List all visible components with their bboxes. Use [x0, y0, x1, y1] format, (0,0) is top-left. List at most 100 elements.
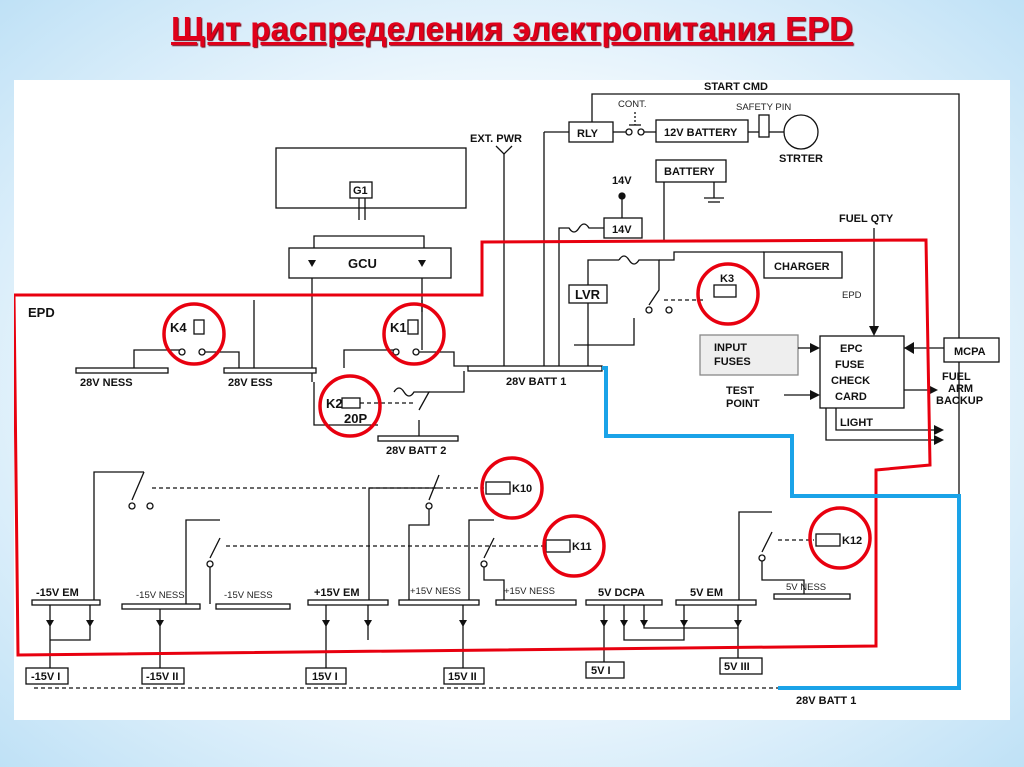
k12-label: K12 [842, 535, 862, 547]
mcpa-label: MCPA [954, 346, 986, 358]
wire [429, 371, 465, 393]
k1-coil [407, 319, 419, 335]
diagram-panel: START CMD RLY CONT. 12V BATTERY SAFETY P… [14, 80, 1010, 720]
charger-box [763, 251, 843, 279]
wire [408, 509, 430, 600]
contact-icon [758, 554, 766, 562]
out-15-i-label: 15V I [312, 671, 338, 683]
fuel-arm-label: ARM [948, 383, 973, 395]
out-15-ii-label: 15V II [448, 671, 477, 683]
epd-schematic: START CMD RLY CONT. 12V BATTERY SAFETY P… [14, 81, 1000, 707]
wire [368, 487, 439, 600]
k3-coil [713, 284, 737, 298]
page-title: Щит распределения электропитания EPD [171, 10, 853, 47]
wire [835, 408, 939, 431]
out-5v-i-label: 5V I [591, 665, 611, 677]
epd-label: EPD [28, 305, 55, 320]
fuse-icon [618, 255, 660, 306]
arrow-icon [810, 343, 820, 353]
wire [574, 318, 635, 346]
wire [185, 519, 220, 604]
fuel-qty-label: FUEL QTY [839, 213, 894, 225]
fuel-arm-label: BACKUP [936, 395, 983, 407]
contact-icon [665, 306, 673, 314]
bus-p15-em-label: +15V EM [314, 587, 360, 599]
bus-p15-em [307, 599, 389, 606]
wire [133, 349, 182, 368]
out-5v-iii-label: 5V III [724, 661, 750, 673]
wire [468, 519, 494, 600]
wire [659, 251, 764, 261]
wire [587, 259, 619, 285]
arrow-icon [934, 425, 944, 435]
fuse-icon [393, 387, 431, 411]
contact-icon [146, 502, 154, 510]
battery-12v-box [655, 119, 749, 143]
bus-28v-ess-label: 28V ESS [228, 377, 273, 389]
highlight-epd-boundary [14, 238, 932, 657]
v14-box-label: 14V [612, 224, 632, 236]
battery-12v-label: 12V BATTERY [664, 127, 738, 139]
arrow-icon [869, 326, 879, 336]
bus-28v-batt1-label: 28V BATT 1 [506, 376, 566, 388]
bus-28v-ness-label: 28V NESS [80, 377, 133, 389]
bus-28v-batt1 [467, 365, 603, 372]
test-point-label: POINT [726, 398, 760, 410]
contact-icon [645, 306, 653, 314]
input-fuses-label: FUSES [714, 356, 751, 368]
k1-label: K1 [390, 320, 407, 335]
out-m15-i-box [25, 667, 69, 685]
bus-28v-batt2-label: 28V BATT 2 [386, 445, 446, 457]
contact-icon [198, 348, 206, 356]
bus-28v-ness [75, 367, 169, 374]
epc-card-box [819, 335, 905, 409]
wire [313, 235, 425, 248]
g1-box [349, 181, 373, 199]
arrow-icon [928, 385, 938, 395]
contact-icon [206, 560, 214, 568]
bus-5v-em-label: 5V EM [690, 587, 723, 599]
cont-label: CONT. [618, 99, 647, 110]
k2-20p-label: 20P [344, 411, 367, 426]
bus-m15-em-label: -15V EM [36, 587, 79, 599]
bus-m15-ness2-label: -15V NESS [224, 590, 273, 601]
arrow-icon [934, 435, 944, 445]
fuse-icon [558, 223, 604, 370]
contact-icon [637, 128, 645, 136]
bus-5v-dcpa-label: 5V DCPA [598, 587, 645, 599]
fuel-arm-label: FUEL [942, 371, 971, 383]
bus-5v-em [675, 599, 757, 606]
bus-m15-em [31, 599, 101, 606]
k11-label: K11 [572, 541, 592, 553]
out-15-ii-box [443, 667, 485, 685]
output-diodes [46, 620, 742, 627]
epc-card-label: FUSE [835, 359, 864, 371]
k12-coil [815, 533, 841, 547]
contact-icon [178, 348, 186, 356]
start-cmd-label: START CMD [704, 81, 768, 93]
contact-icon [480, 560, 488, 568]
bus-p15-ness [398, 599, 480, 606]
safety-pin-label: SAFETY PIN [736, 102, 791, 113]
bus-5v-dcpa [585, 599, 663, 606]
contact-icon [625, 128, 633, 136]
arrow-icon [904, 342, 914, 354]
input-fuses-label: INPUT [714, 342, 747, 354]
switch-icon [483, 537, 495, 559]
epc-card-label: EPC [840, 343, 863, 355]
switch-icon [761, 531, 773, 553]
contact-icon [392, 348, 400, 356]
strter-label: STRTER [779, 153, 823, 165]
ext-pwr-label: EXT. PWR [470, 133, 522, 145]
starter-icon [783, 114, 819, 150]
out-m15-i-label: -15V I [31, 671, 60, 683]
bus-5v-ness [773, 593, 851, 600]
wire [419, 351, 468, 367]
k3-label: K3 [720, 273, 734, 285]
wire [93, 471, 144, 600]
wire [343, 349, 394, 368]
ext-pwr-connector-icon [495, 145, 513, 155]
g1-label: G1 [353, 185, 368, 197]
k4-label: K4 [170, 320, 187, 335]
k10-label: K10 [512, 483, 532, 495]
